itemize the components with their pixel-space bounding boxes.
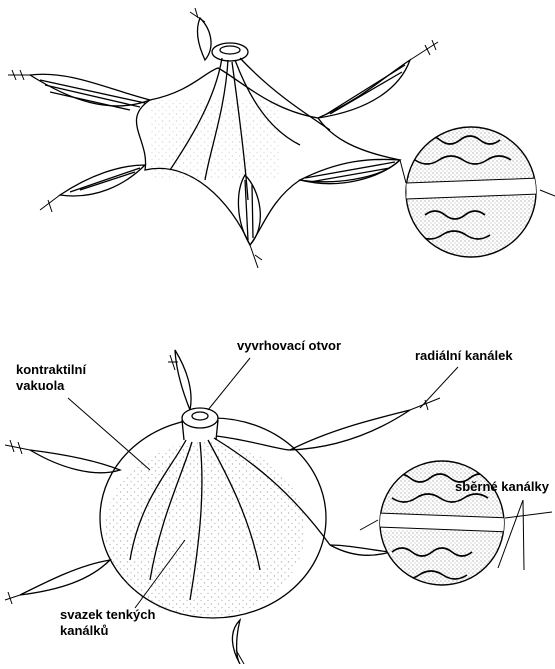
label-radial-canal: radiální kanálek <box>415 348 513 364</box>
label-bundle-line1: svazek tenkých <box>60 607 155 623</box>
label-collecting-canals: sběrné kanálky <box>455 479 555 495</box>
label-bundle-of-thin-canals: svazek tenkých kanálků <box>60 607 155 639</box>
bottom-expulsion-pore <box>182 408 218 428</box>
label-contractile-vacuole: kontraktilní vakuola <box>16 362 86 394</box>
top-membrane-stipple <box>150 100 280 180</box>
label-contractile-vacuole-line2: vakuola <box>16 378 86 394</box>
top-figure <box>8 8 438 268</box>
leader-radial <box>420 367 458 408</box>
leader-collecting-2 <box>523 500 524 570</box>
label-expulsion-pore: vyvrhovací otvor <box>237 338 341 354</box>
top-magnified-canals <box>400 120 555 266</box>
label-contractile-vacuole-line1: kontraktilní <box>16 362 86 378</box>
leader-vacuole <box>68 398 150 470</box>
label-bundle-line2: kanálků <box>60 623 155 639</box>
leader-pore <box>208 358 250 410</box>
